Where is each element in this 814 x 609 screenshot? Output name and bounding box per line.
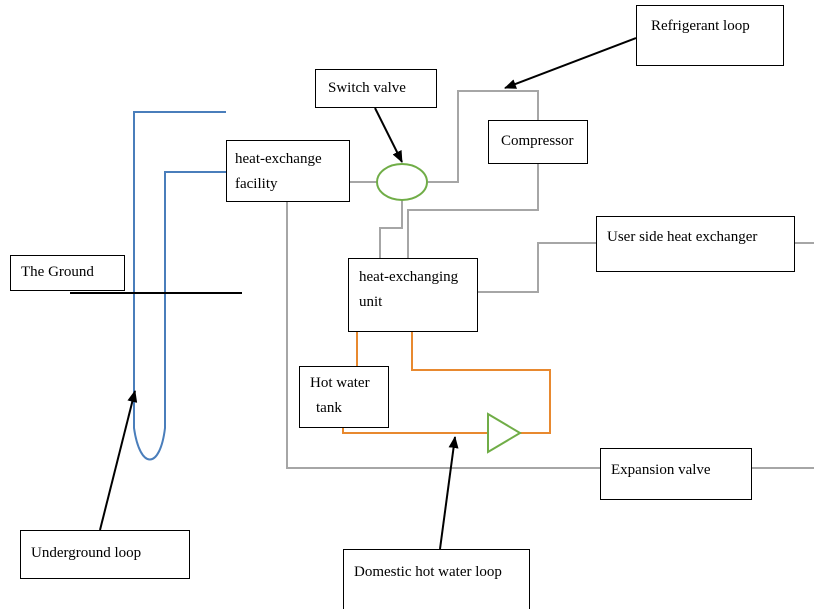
the-ground-label: The Ground	[10, 255, 125, 291]
domestic-hot-water-loop-label: Domestic hot water loop	[343, 549, 530, 609]
compressor-box: Compressor	[488, 120, 588, 164]
refrigerant-pipes	[286, 90, 814, 469]
heat-exchange-facility-box: heat-exchange facility	[226, 140, 350, 202]
refrigerant-loop-label: Refrigerant loop	[636, 5, 784, 66]
underground-loop-label: Underground loop	[20, 530, 190, 579]
switch-valve-label: Switch valve	[315, 69, 437, 108]
annotation-arrows	[99, 37, 637, 550]
expansion-valve-box: Expansion valve	[600, 448, 752, 500]
switch-valve-symbol	[376, 163, 428, 201]
user-side-heat-exchanger-box: User side heat exchanger	[596, 216, 795, 272]
domestic-hot-water-pipes	[342, 332, 551, 434]
pump-symbol	[487, 412, 522, 454]
hot-water-tank-box: Hot water tank	[299, 366, 389, 428]
underground-loop-pipe	[133, 111, 226, 461]
heat-exchanging-unit-box: heat-exchanging unit	[348, 258, 478, 332]
